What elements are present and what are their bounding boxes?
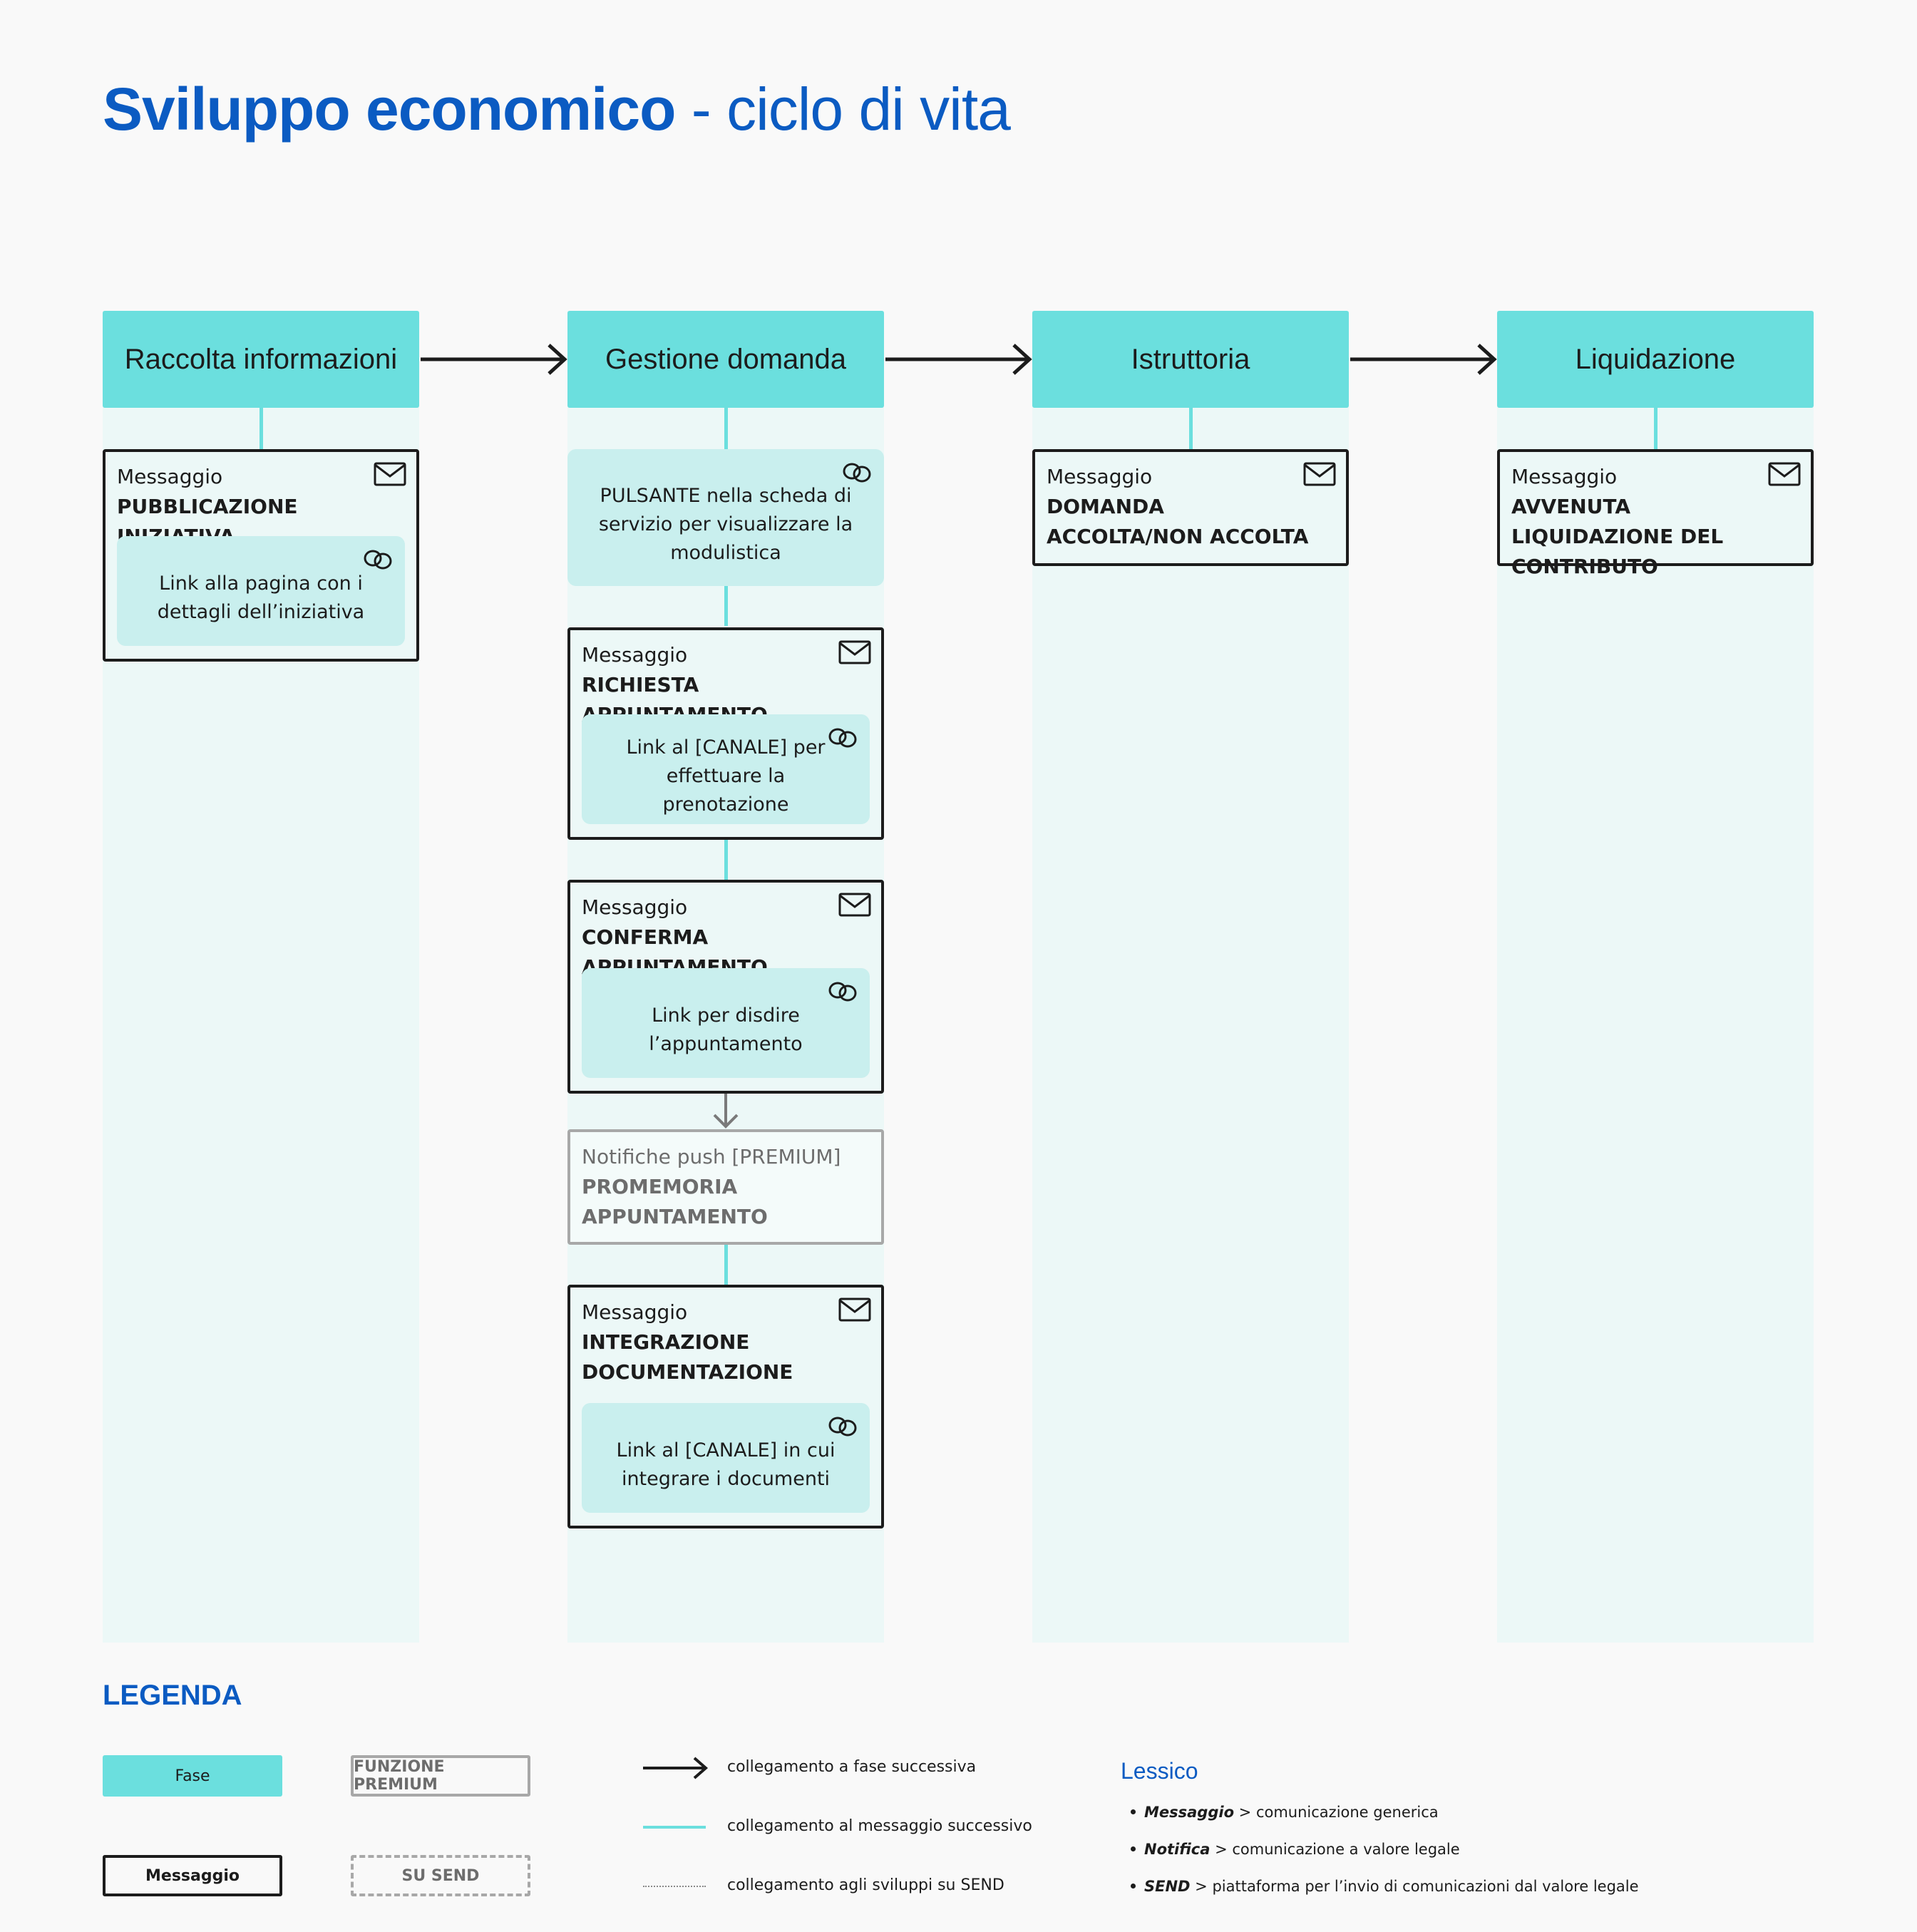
page-title: Sviluppo economico - ciclo di vita (103, 68, 1011, 150)
bullet-icon (1131, 1846, 1136, 1851)
legend-premium: FUNZIONE PREMIUM (351, 1755, 530, 1797)
connector-line (724, 408, 728, 449)
connector-line (724, 586, 728, 626)
message-name: DOMANDA ACCOLTA/NON ACCOLTA (1047, 495, 1309, 548)
link-text: Link alla pagina con i dettagli dell’ini… (157, 572, 365, 623)
legend-messaggio-label: Messaggio (145, 1866, 240, 1885)
legend-dotted-line (643, 1886, 706, 1887)
lessico-sep: > (1190, 1878, 1213, 1895)
lessico-item: Messaggio > comunicazione generica (1131, 1804, 1439, 1821)
message-kind: Messaggio (582, 1300, 688, 1324)
lessico-desc: piattaforma per l’invio di comunicazioni… (1212, 1878, 1639, 1895)
legend-fase-label: Fase (175, 1767, 210, 1785)
envelope-icon (838, 893, 871, 917)
legend-teal-line (643, 1826, 706, 1829)
chain-link-icon (828, 1417, 857, 1437)
legend-fase: Fase (103, 1755, 282, 1797)
envelope-icon (1768, 462, 1801, 486)
connector-line (724, 1245, 728, 1285)
page-title-main: Sviluppo economico (103, 76, 676, 143)
phase-raccolta-informazioni: Raccolta informazioni (103, 311, 419, 408)
lessico-title: Lessico (1121, 1758, 1198, 1784)
link-text: Link al [CANALE] in cui integrare i docu… (616, 1439, 836, 1490)
lessico-desc: comunicazione a valore legale (1232, 1841, 1460, 1858)
premium-kind: Notifiche push [PREMIUM] (582, 1145, 841, 1168)
lessico-sep: > (1210, 1841, 1233, 1858)
message-avvenuta-liquidazione: Messaggio AVVENUTA LIQUIDAZIONE DEL CONT… (1497, 449, 1814, 578)
link-box[interactable]: Link al [CANALE] in cui integrare i docu… (582, 1403, 870, 1513)
link-text: Link per disdire l’appuntamento (649, 1004, 803, 1055)
legend-title: LEGENDA (103, 1680, 242, 1711)
arrow-right-icon (885, 344, 1032, 375)
button-box-text: PULSANTE nella scheda di servizio per vi… (598, 485, 853, 564)
message-kind: Messaggio (582, 895, 688, 919)
lessico-item: SEND > piattaforma per l’invio di comuni… (1131, 1878, 1639, 1895)
lessico-sep: > (1234, 1804, 1256, 1821)
phase-gestione-domanda: Gestione domanda (567, 311, 884, 408)
connector-line (724, 840, 728, 880)
page-title-sub: - ciclo di vita (675, 76, 1011, 143)
connector-line (1189, 408, 1193, 449)
phase-label: Istruttoria (1131, 343, 1250, 375)
arrow-right-icon (421, 344, 567, 375)
legend-line-send: collegamento agli sviluppi su SEND (727, 1876, 1004, 1894)
envelope-icon (1303, 462, 1336, 486)
lessico-term: Notifica (1144, 1841, 1211, 1858)
lessico-desc: comunicazione generica (1255, 1804, 1439, 1821)
envelope-icon (838, 1298, 871, 1322)
phase-label: Gestione domanda (605, 343, 846, 375)
legend-line-next-message: collegamento al messaggio successivo (727, 1817, 1032, 1835)
legend-premium-label: FUNZIONE PREMIUM (354, 1758, 445, 1794)
message-kind: Messaggio (1047, 465, 1153, 488)
chain-link-icon (364, 550, 392, 570)
phase-label: Liquidazione (1575, 343, 1736, 375)
arrow-right-icon (1350, 344, 1497, 375)
envelope-icon (838, 640, 871, 664)
link-box[interactable]: Link alla pagina con i dettagli dell’ini… (117, 536, 405, 646)
legend-messaggio: Messaggio (103, 1855, 282, 1896)
connector-line (259, 408, 263, 449)
chain-link-icon (843, 463, 871, 483)
message-name: INTEGRAZIONE DOCUMENTAZIONE (582, 1330, 793, 1384)
phase-istruttoria: Istruttoria (1032, 311, 1349, 408)
premium-promemoria-appuntamento: Notifiche push [PREMIUM] PROMEMORIA APPU… (567, 1129, 884, 1245)
message-domanda-accolta: Messaggio DOMANDA ACCOLTA/NON ACCOLTA (1032, 449, 1349, 566)
arrow-down-icon (713, 1094, 739, 1129)
button-box-modulistica[interactable]: PULSANTE nella scheda di servizio per vi… (567, 449, 884, 586)
link-box[interactable]: Link per disdire l’appuntamento (582, 968, 870, 1078)
bullet-icon (1131, 1883, 1136, 1889)
premium-name: PROMEMORIA APPUNTAMENTO (582, 1175, 768, 1228)
legend-su-send: SU SEND (351, 1855, 530, 1896)
link-box[interactable]: Link al [CANALE] per effettuare la preno… (582, 714, 870, 824)
message-name: AVVENUTA LIQUIDAZIONE DEL CONTRIBUTO (1511, 495, 1724, 578)
chain-link-icon (828, 728, 857, 748)
envelope-icon (374, 462, 406, 486)
lessico-term: SEND (1144, 1878, 1191, 1895)
message-kind: Messaggio (1511, 465, 1618, 488)
arrow-right-icon (643, 1757, 709, 1779)
chain-link-icon (828, 982, 857, 1002)
legend-line-next-phase: collegamento a fase successiva (727, 1758, 977, 1776)
message-kind: Messaggio (582, 643, 688, 667)
lessico-term: Messaggio (1144, 1804, 1234, 1821)
connector-line (1654, 408, 1658, 449)
phase-liquidazione: Liquidazione (1497, 311, 1814, 408)
message-kind: Messaggio (117, 465, 223, 488)
link-text: Link al [CANALE] per effettuare la preno… (626, 736, 826, 816)
bullet-icon (1131, 1809, 1136, 1814)
phase-label: Raccolta informazioni (124, 343, 398, 375)
legend-send-label: SU SEND (401, 1866, 480, 1885)
lessico-item: Notifica > comunicazione a valore legale (1131, 1841, 1460, 1858)
